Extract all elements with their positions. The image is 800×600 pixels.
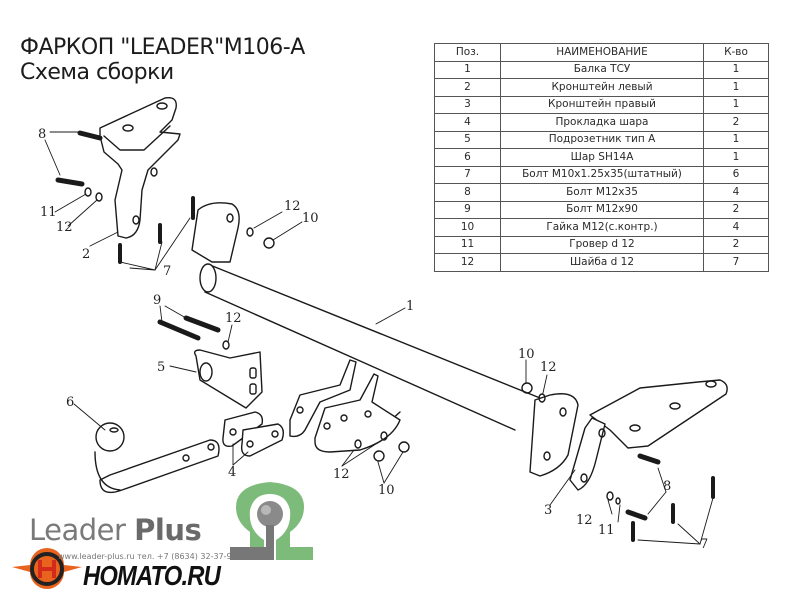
callout-12: 12 (284, 199, 301, 214)
cell-name: Прокладка шара (500, 113, 704, 132)
ball-mount-plates (289, 359, 401, 453)
cell-name: Шайба d 12 (500, 253, 704, 272)
tow-ball-part-6 (94, 422, 220, 494)
callout-2: 2 (82, 247, 90, 262)
right-bracket-part-3 (529, 379, 728, 491)
ball-spacers-part-4 (222, 411, 285, 457)
cell-name: Болт М12х90 (500, 200, 704, 219)
callout-12: 12 (56, 220, 73, 235)
socket-plate-part-5 (193, 349, 263, 409)
leader-word: Leader (29, 513, 126, 547)
callout-7: 7 (700, 537, 708, 552)
cell-quantity: 7 (703, 253, 769, 272)
plus-word: Plus (134, 513, 202, 547)
callout-4: 4 (228, 465, 236, 480)
callout-6: 6 (66, 395, 74, 410)
leader-plus-wordmark: Leader Plus (29, 513, 202, 547)
washers-and-nuts (84, 187, 621, 505)
callout-7: 7 (163, 264, 171, 279)
callout-1: 1 (406, 299, 414, 314)
cell-name: Гайка М12(с.контр.) (500, 218, 704, 237)
tow-beam-part-1 (191, 202, 546, 431)
callout-11: 11 (40, 205, 57, 220)
cell-position: 11 (434, 235, 501, 254)
callout-12: 12 (225, 311, 242, 326)
column-header-position: Поз. (434, 43, 501, 62)
leader-plus-omega-logo (230, 482, 313, 560)
callout-leader-lines (44, 131, 714, 545)
homato-emblem (12, 548, 82, 589)
callout-10: 10 (378, 483, 395, 498)
callout-10: 10 (302, 211, 319, 226)
left-bracket-part-2 (99, 97, 181, 239)
homato-wordmark: HOMATO.RU (83, 560, 221, 591)
callout-12: 12 (576, 513, 593, 528)
cell-quantity: 1 (703, 130, 769, 149)
contact-info: www.leader-plus.ru тел. +7 (8634) 32-37-… (58, 552, 237, 561)
callout-12: 12 (333, 467, 350, 482)
diagram-title: ФАРКОП "LEADER"М106-А (20, 35, 305, 60)
callout-5: 5 (157, 360, 165, 375)
parts-table-header: Поз. НАИМЕНОВАНИЕ К-во (434, 43, 769, 62)
bolts (55, 130, 715, 542)
cell-name: Кронштейн левый (500, 78, 704, 97)
cell-name: Подрозетник тип А (500, 130, 704, 149)
callout-11: 11 (598, 523, 615, 538)
cell-name: Шар SH14A (500, 148, 704, 167)
callout-8: 8 (663, 479, 671, 494)
callout-12: 12 (540, 360, 557, 375)
diagram-subtitle: Схема сборки (20, 60, 174, 85)
callout-9: 9 (153, 293, 161, 308)
callout-8: 8 (38, 127, 46, 142)
callout-10: 10 (518, 347, 535, 362)
callout-3: 3 (544, 503, 552, 518)
